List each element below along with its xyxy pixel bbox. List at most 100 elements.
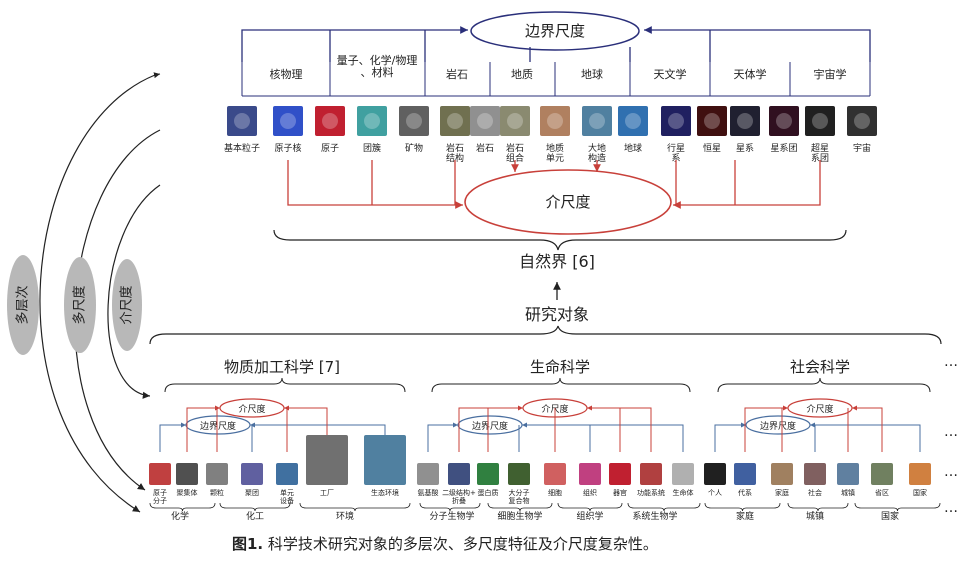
top-item-6: 岩石	[470, 106, 500, 154]
section-1-item-8: 生命体	[672, 463, 694, 497]
section-2-item-5: 省区	[871, 463, 893, 497]
category-5: 天文学	[654, 67, 687, 81]
section-0-item-image-3	[241, 463, 263, 485]
section-2-group-label-0: 家庭	[736, 510, 754, 522]
section-2-item-label-6: 国家	[913, 488, 927, 497]
item-label-16: 宇宙	[853, 142, 871, 154]
section-1-item-image-6	[609, 463, 631, 485]
top-item-5: 岩石结构	[440, 106, 470, 164]
section-2-item-label-4: 城镇	[841, 488, 855, 497]
section-meso-label-2: 介尺度	[806, 403, 833, 415]
side-arrows	[40, 74, 160, 512]
top-item-16: 宇宙	[847, 106, 877, 154]
section-0-item-label-0: 原子分子	[153, 489, 167, 505]
section-0-item-6: 生态环境	[364, 435, 406, 497]
category-2: 岩石	[446, 67, 468, 81]
section-brace-1	[432, 378, 690, 392]
section-2-item-label-1: 代系	[738, 488, 752, 497]
section-2-group-brace-2	[855, 503, 940, 511]
side-ovals: 多层次 多尺度 介尺度	[7, 255, 142, 355]
section-1: 生命科学介尺度边界尺度氨基酸二级结构+折叠蛋白质大分子复合物细胞组织器官功能系统…	[417, 358, 700, 522]
section-1-item-label-7: 功能系统	[637, 488, 665, 497]
section-2-item-label-5: 省区	[875, 488, 889, 497]
section-1-group-label-2: 组织学	[576, 510, 603, 522]
section-2-group-label-1: 城镇	[806, 510, 824, 522]
section-2-item-3: 社会	[804, 463, 826, 497]
section-2-item-2: 家庭	[771, 463, 793, 497]
side-label-multilevel: 多层次	[15, 285, 31, 324]
figure-caption: 图1. 科学技术研究对象的多层次、多尺度特征及介尺度复杂性。	[232, 535, 658, 553]
top-item-7: 岩石组合	[500, 106, 530, 164]
item-label-13: 星系	[736, 143, 754, 154]
section-0-item-3: 聚团	[241, 463, 263, 497]
top-categories: 核物理量子、化学/物理、材料岩石地质地球天文学天体学宇宙学	[270, 53, 847, 81]
section-title-1: 生命科学	[530, 358, 590, 376]
research-brace	[150, 326, 941, 344]
top-item-13: 星系	[730, 106, 760, 154]
section-0-item-5: 工厂	[306, 435, 348, 497]
section-1-item-label-8: 生命体	[673, 488, 694, 497]
side-label-mesoscale: 介尺度	[119, 285, 135, 324]
ellipsis-mid: …	[944, 424, 958, 440]
boundary-scale-label: 边界尺度	[525, 22, 585, 40]
top-item-10: 地球	[618, 106, 648, 154]
section-1-item-1: 二级结构+折叠	[442, 463, 476, 505]
section-2-item-image-6	[909, 463, 931, 485]
section-1-item-label-0: 氨基酸	[418, 488, 439, 497]
section-0-item-2: 颗粒	[206, 463, 228, 497]
section-1-item-2: 蛋白质	[477, 463, 499, 497]
section-2-item-4: 城镇	[837, 463, 859, 497]
meso-scale-label: 介尺度	[545, 193, 590, 211]
section-2: 社会科学介尺度边界尺度个人代系家庭社会城镇省区国家家庭城镇国家	[704, 358, 940, 522]
section-2-item-0: 个人	[704, 463, 726, 497]
section-1-group-brace-0	[420, 503, 480, 511]
category-4: 地球	[581, 67, 603, 81]
item-label-3: 团簇	[363, 142, 381, 154]
section-0-item-label-4: 单元设备	[280, 488, 294, 505]
section-1-item-image-8	[672, 463, 694, 485]
top-item-4: 矿物	[399, 106, 429, 154]
section-2-group-brace-1	[788, 503, 848, 511]
section-0-group-label-1: 化工	[246, 510, 264, 522]
section-2-item-label-2: 家庭	[775, 488, 789, 497]
section-0-item-0: 原子分子	[149, 463, 171, 505]
section-2-group-label-2: 国家	[881, 510, 899, 522]
section-0-item-label-6: 生态环境	[371, 488, 399, 497]
caption-text: 科学技术研究对象的多层次、多尺度特征及介尺度复杂性。	[263, 535, 658, 553]
top-item-3: 团簇	[357, 106, 387, 154]
top-item-14: 星系团	[769, 106, 799, 154]
section-1-item-4: 细胞	[544, 463, 566, 497]
section-0-item-label-3: 聚团	[245, 489, 259, 497]
section-1-item-image-3	[508, 463, 530, 485]
category-dividers	[242, 62, 870, 96]
top-items-row: 基本粒子原子核原子团簇矿物岩石结构岩石岩石组合地质单元大地构造地球行星系恒星星系…	[224, 106, 877, 164]
top-item-0: 基本粒子	[224, 106, 260, 154]
category-7: 宇宙学	[814, 67, 847, 81]
section-1-item-label-2: 蛋白质	[478, 488, 499, 497]
item-label-1: 原子核	[274, 142, 301, 154]
section-0-item-image-4	[276, 463, 298, 485]
section-1-item-label-4: 细胞	[548, 488, 562, 497]
section-2-item-image-1	[734, 463, 756, 485]
section-0-item-label-2: 颗粒	[210, 488, 224, 497]
top-item-12: 恒星	[697, 106, 727, 154]
section-0-item-4: 单元设备	[276, 463, 298, 505]
item-label-6: 岩石	[476, 142, 494, 154]
section-1-group-label-1: 细胞生物学	[497, 510, 542, 522]
item-label-14: 星系团	[770, 143, 797, 154]
top-item-9: 大地构造	[582, 106, 612, 164]
section-1-group-label-3: 系统生物学	[632, 510, 677, 522]
section-2-item-image-3	[804, 463, 826, 485]
section-0-group-label-2: 环境	[336, 510, 354, 522]
section-1-item-image-7	[640, 463, 662, 485]
section-0: 物质加工科学 [7]介尺度边界尺度原子分子聚集体颗粒聚团单元设备工厂生态环境化学…	[149, 358, 410, 522]
section-0-item-image-5	[306, 435, 348, 485]
category-1: 量子、化学/物理、材料	[337, 53, 418, 79]
section-2-item-1: 代系	[734, 463, 756, 497]
category-3: 地质	[511, 68, 533, 81]
top-item-15: 超星系团	[805, 106, 835, 164]
section-boundary-label-1: 边界尺度	[472, 420, 508, 432]
section-2-item-label-0: 个人	[708, 489, 722, 497]
section-1-item-7: 功能系统	[637, 463, 665, 497]
